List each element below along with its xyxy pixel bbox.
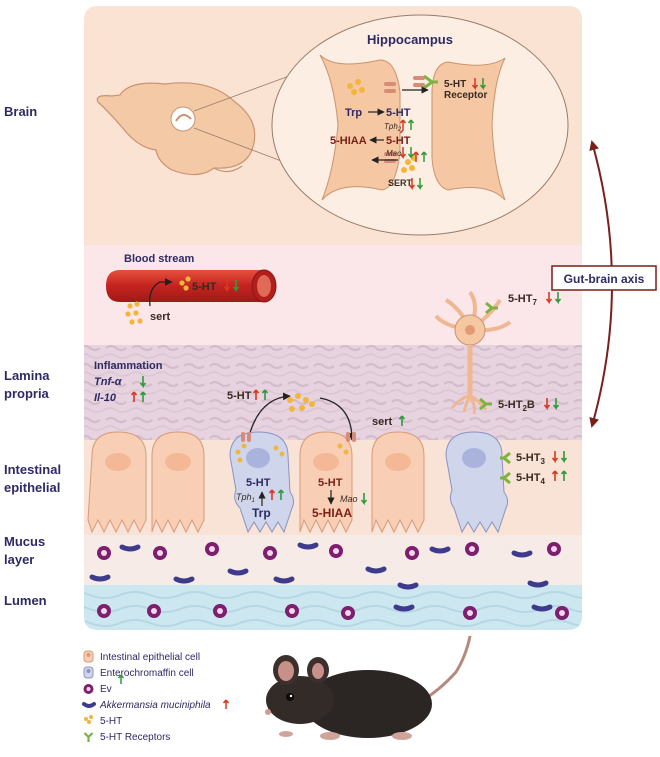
5hiaa-label: 5-HIAA xyxy=(330,135,367,147)
epithelial-cell xyxy=(87,431,147,534)
gut-brain-axis: Gut-brain axis xyxy=(551,140,657,428)
lamina-panel xyxy=(84,345,582,440)
mouse-illustration xyxy=(265,635,472,740)
lamina-5ht-label: 5-HT xyxy=(227,390,252,402)
label-intestinal: Intestinal xyxy=(4,462,61,477)
sert-label: SERT xyxy=(388,178,413,188)
blood-sert-label: sert xyxy=(150,311,171,323)
trp-label: Trp xyxy=(345,107,362,119)
tph1-label: Tph1 xyxy=(236,492,255,504)
il10-label: Il-10 xyxy=(94,392,117,404)
receptor-icon xyxy=(479,397,492,411)
transporter-icons xyxy=(384,76,425,163)
presynaptic-neuron xyxy=(319,54,401,201)
legend-label-1: Enterochromaffin cell xyxy=(100,668,194,679)
label-mucus: Mucus xyxy=(4,534,45,549)
serotonin-dots-icon xyxy=(84,715,93,724)
lumen-panel xyxy=(84,585,582,630)
enterochromaffin-cell xyxy=(229,431,295,534)
ht3-label: 5-HT3 xyxy=(516,452,545,466)
epithelial-cell xyxy=(151,431,205,534)
receptor-label-2: Receptor xyxy=(444,90,487,101)
label-lamina: Lamina xyxy=(4,368,50,383)
ht2b-label: 5-HT2B xyxy=(498,399,535,413)
ht4-label: 5-HT4 xyxy=(516,472,545,486)
label-epithelial: epithelial xyxy=(4,480,60,495)
ep-5ht-b-label: 5-HT xyxy=(318,477,343,489)
serotonin-dots-icon xyxy=(347,79,417,173)
enterochromaffin-cell-icon xyxy=(83,666,94,679)
5ht-label-2: 5-HT xyxy=(386,135,411,147)
mao-label: Mao xyxy=(386,149,402,158)
legend-label-3: Akkermansia muciniphila xyxy=(99,700,211,711)
inflammation-label: Inflammation xyxy=(94,360,163,372)
receptor-icon xyxy=(500,451,511,465)
legend-label-0: Intestinal epithelial cell xyxy=(100,652,200,663)
ht7-label: 5-HT7 xyxy=(508,293,537,307)
receptor-label-1: 5-HT xyxy=(444,79,466,90)
mucus-panel xyxy=(84,535,582,585)
epithelial-cell xyxy=(371,431,425,534)
legend-label-4: 5-HT xyxy=(100,716,122,727)
blood-stream-title: Blood stream xyxy=(124,253,195,265)
akkermansia-icon xyxy=(82,702,96,708)
neuron-nucleus xyxy=(465,325,475,335)
ep-mao-label: Mao xyxy=(340,494,358,504)
section-labels: Brain Lamina propria Intestinal epitheli… xyxy=(4,104,61,608)
enterochromaffin-cell xyxy=(445,431,509,534)
epithelium: 5-HT Tph1 Trp 5-HT Mao 5-HIAA 5-HT3 5-HT… xyxy=(87,431,568,534)
epithelial-cell-icon xyxy=(83,650,94,663)
ep-trp-label: Trp xyxy=(252,506,271,520)
legend: Intestinal epithelial cell Enterochromaf… xyxy=(82,650,230,743)
legend-label-5: 5-HT Receptors xyxy=(100,732,170,743)
label-lumen: Lumen xyxy=(4,593,47,608)
receptor-icon xyxy=(500,471,511,485)
receptor-icon xyxy=(485,301,498,315)
ep-5ht-label: 5-HT xyxy=(246,477,271,489)
lamina-sert-label: sert xyxy=(372,416,393,428)
ev-icon xyxy=(83,684,94,694)
ep-5hiaa-label: 5-HIAA xyxy=(312,506,352,520)
label-propria: propria xyxy=(4,386,50,401)
blood-5ht-label: 5-HT xyxy=(192,281,217,293)
label-brain: Brain xyxy=(4,104,37,119)
blood-vessel xyxy=(106,270,276,302)
receptor-icon xyxy=(83,732,94,742)
legend-label-2: Ev xyxy=(100,684,112,695)
hippocampus-zoom: Hippocampus 5-HT Receptor Trp 5-HT Tph2 xyxy=(271,14,569,236)
blood-stream: Blood stream 5-HT sert xyxy=(106,253,277,325)
tnf-label: Tnf-α xyxy=(94,376,123,388)
tph2-label: Tph2 xyxy=(384,122,402,133)
postsynaptic-neuron xyxy=(431,57,506,201)
microbes xyxy=(89,542,569,620)
5ht-label: 5-HT xyxy=(386,107,411,119)
hippocampus-title: Hippocampus xyxy=(367,32,453,47)
label-layer: layer xyxy=(4,552,34,567)
axis-label: Gut-brain axis xyxy=(564,272,645,286)
